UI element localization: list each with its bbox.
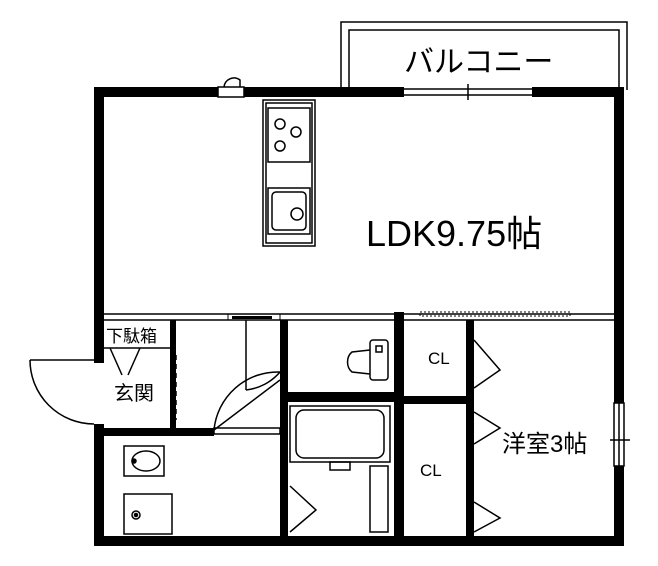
balcony-window (404, 84, 532, 100)
entrance-walls (94, 320, 214, 436)
closet-door-lower[interactable] (473, 411, 502, 533)
balcony-label: バルコニー (404, 46, 553, 79)
corridor-door[interactable] (213, 320, 281, 431)
washing-machine-icon (123, 493, 173, 535)
washbasin-icon (123, 445, 165, 477)
ldk-sliding-door (227, 311, 571, 321)
shoe-box-label: 下駄箱 (106, 327, 157, 346)
kitchen-counter (262, 99, 316, 247)
bath-door[interactable] (289, 485, 318, 533)
interior-walls (213, 312, 474, 542)
ldk-south-wall (104, 313, 614, 321)
kitchen-sink-icon (267, 187, 311, 235)
closet-upper-label: CL (428, 349, 450, 368)
entry-door[interactable] (29, 359, 95, 425)
western-room-window (610, 402, 630, 467)
entrance-label: 玄関 (114, 382, 154, 405)
closet-lower-label: CL (420, 461, 442, 480)
toilet-icon (346, 339, 389, 381)
outer-walls (94, 87, 624, 546)
vent-icon (217, 77, 245, 98)
bathtub-icon (289, 405, 391, 533)
shoe-box (104, 347, 177, 420)
ldk-label: LDK9.75帖 (366, 213, 542, 254)
western-room-label: 洋室3帖 (502, 431, 587, 458)
closet-door-upper[interactable] (473, 339, 502, 389)
stove-icon (267, 107, 311, 163)
balcony (340, 21, 628, 90)
